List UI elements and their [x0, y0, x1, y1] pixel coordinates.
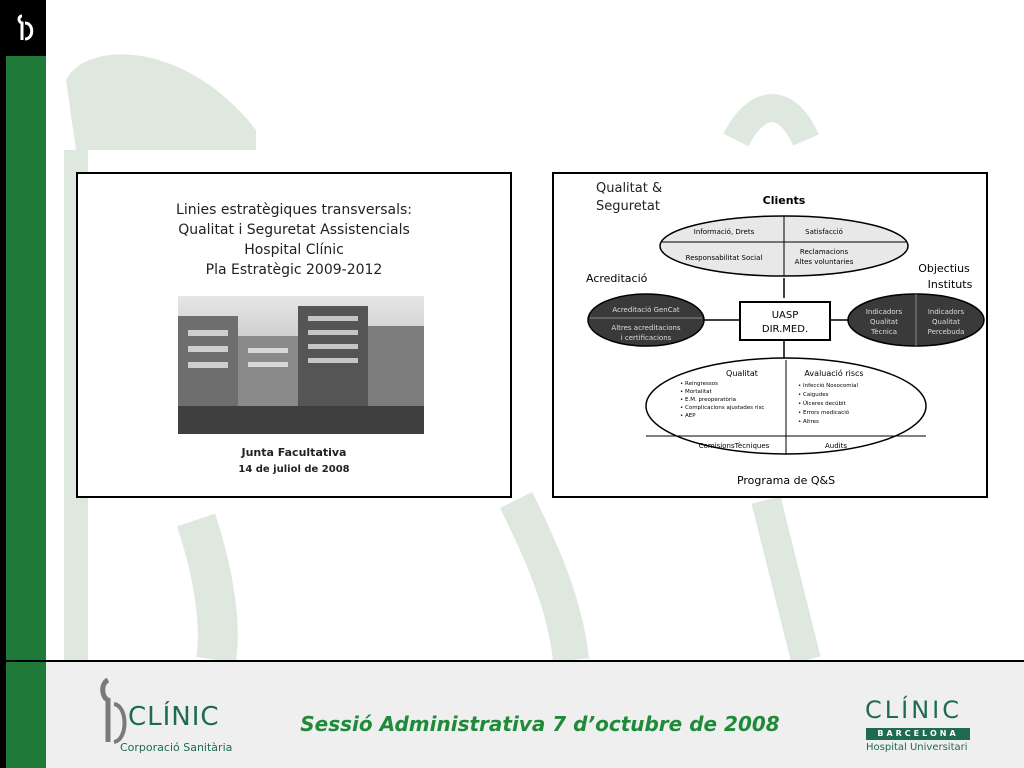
- avaluacio-header: Avaluació riscs: [804, 368, 863, 378]
- slide-thumbnail-right: Qualitat & Seguretat Clients Informació,…: [552, 172, 988, 498]
- objectius-label-2: Instituts: [928, 278, 973, 291]
- diagram-title-1: Qualitat &: [596, 181, 662, 196]
- objectius-cell-5: Qualitat: [932, 318, 960, 326]
- avaluacio-item-1: • Infecció Nosocomial: [798, 382, 858, 389]
- objectius-cell-1: Indicadors: [866, 308, 903, 316]
- left-green-strip: [6, 56, 46, 660]
- qualitat-item-4: • Complicacions ajustades risc: [680, 405, 764, 411]
- qualitat-item-3: • E.M. preoperatòria: [680, 396, 736, 403]
- acreditacio-cell-3: i certificacions: [621, 334, 672, 342]
- left-slide-meeting: Junta Facultativa: [241, 446, 347, 459]
- clients-cell-1: Informació, Drets: [694, 228, 755, 236]
- qualitat-header: Qualitat: [726, 369, 758, 378]
- uasp-line-2: DIR.MED.: [762, 324, 808, 335]
- footer-black-strip: [0, 662, 6, 768]
- avaluacio-item-3: • Úlceres decúbit: [798, 400, 846, 407]
- brand-left-subtitle: Corporació Sanitària: [120, 741, 233, 754]
- avaluacio-item-4: • Errors medicació: [798, 409, 850, 416]
- avaluacio-item-2: • Caigudes: [798, 392, 829, 398]
- brand-right-subtitle: Hospital Universitari: [866, 742, 968, 753]
- objectius-cell-2: Qualitat: [870, 318, 898, 326]
- brand-right-name: CLÍNIC: [865, 696, 962, 724]
- top-logo: [6, 0, 46, 56]
- uasp-box: [739, 301, 831, 341]
- left-slide-title-4: Pla Estratègic 2009-2012: [205, 262, 383, 278]
- slide-thumbnail-left: Linies estratègiques transversals: Quali…: [76, 172, 512, 498]
- footer-divider: [0, 660, 1024, 662]
- left-slide-date: 14 de juliol de 2008: [238, 464, 350, 475]
- corporacio-logo-icon: [100, 677, 127, 744]
- avaluacio-item-5: • Altres: [798, 419, 819, 425]
- left-black-strip: [0, 0, 6, 768]
- clients-cell-5: Altes voluntaries: [795, 258, 854, 266]
- objectius-cell-3: Tècnica: [870, 328, 897, 336]
- left-slide-title-1: Linies estratègiques transversals:: [176, 202, 412, 218]
- quality-safety-diagram: Qualitat & Seguretat Clients Informació,…: [586, 181, 985, 487]
- clients-cell-3: Responsabilitat Social: [686, 254, 763, 262]
- clients-label: Clients: [763, 194, 806, 207]
- audits-cell: Audits: [825, 442, 847, 450]
- objectius-label-1: Objectius: [918, 262, 970, 275]
- acreditacio-label: Acreditació: [586, 272, 648, 285]
- qualitat-item-2: • Mortalitat: [680, 389, 712, 395]
- qualitat-item-5: • AEP: [680, 413, 696, 419]
- acreditacio-cell-2: Altres acreditacions: [611, 324, 680, 332]
- objectius-cell-4: Indicadors: [928, 308, 965, 316]
- brand-left-name: CLÍNIC: [128, 702, 220, 732]
- footer-title: Sessió Administrativa 7 d’octubre de 200…: [300, 712, 780, 736]
- brand-right-bar: BARCELONA: [866, 728, 970, 740]
- footer-green-strip: [6, 662, 46, 768]
- objectius-cell-6: Percebuda: [928, 328, 965, 336]
- clients-cell-4: Reclamacions: [800, 248, 849, 256]
- left-slide-title-3: Hospital Clínic: [244, 242, 344, 258]
- clients-cell-2: Satisfacció: [805, 228, 843, 236]
- acreditacio-cell-1: Acreditació GenCat: [612, 306, 680, 314]
- hospital-building-photo: [178, 296, 424, 434]
- qualitat-item-1: • Reingressos: [680, 381, 718, 387]
- programa-label: Programa de Q&S: [737, 474, 835, 487]
- left-slide-title-2: Qualitat i Seguretat Assistencials: [178, 222, 410, 238]
- clinic-logo-icon: [17, 14, 34, 41]
- diagram-title-2: Seguretat: [596, 199, 660, 214]
- uasp-line-1: UASP: [772, 310, 799, 321]
- footer-bar: [0, 662, 1024, 768]
- comisions-cell: ComisionsTècniques: [699, 442, 770, 450]
